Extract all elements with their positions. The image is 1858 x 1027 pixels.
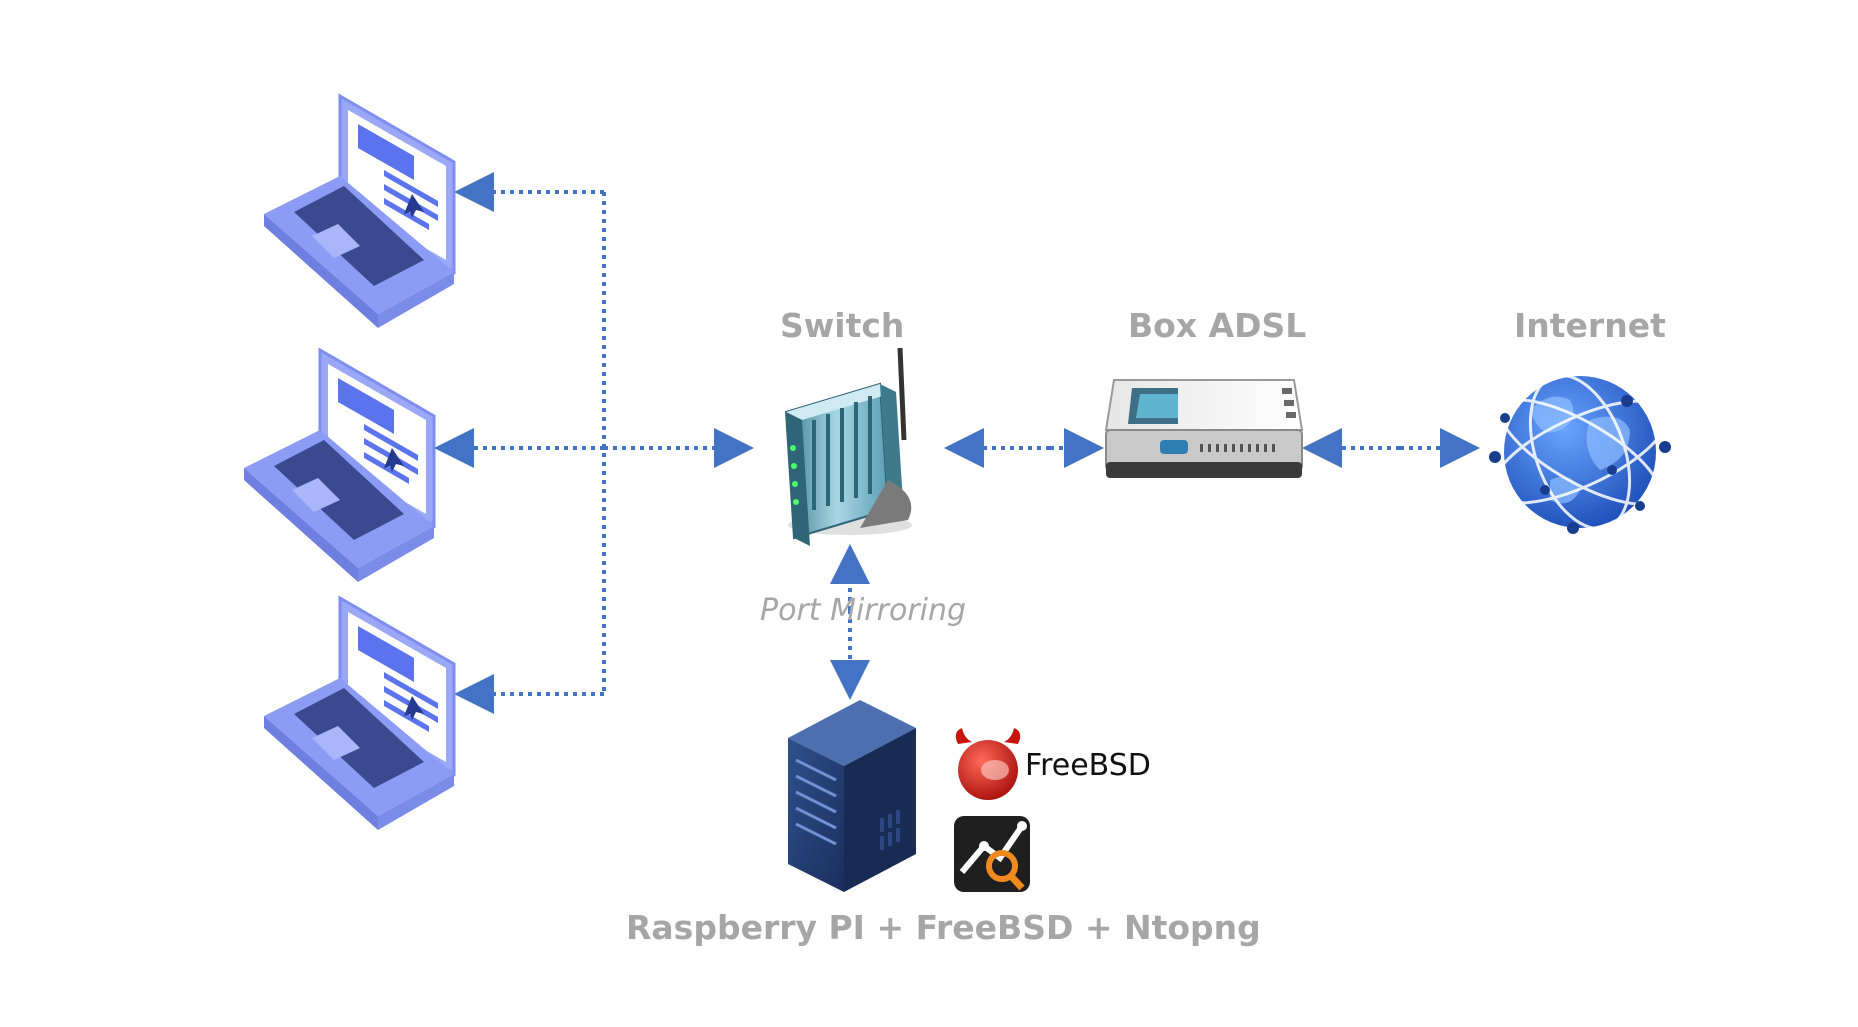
- laptop-3: [264, 595, 456, 830]
- connectors: [434, 172, 1480, 714]
- box-adsl-label: Box ADSL: [1128, 306, 1307, 345]
- laptop-1: [264, 93, 456, 328]
- laptop-icon: [244, 347, 436, 582]
- freebsd-logo-icon: [955, 728, 1021, 800]
- adsl-box-icon: [1104, 379, 1304, 478]
- globe-icon: [1489, 373, 1671, 534]
- laptop-2: [244, 347, 436, 582]
- port-mirroring-label: Port Mirroring: [760, 593, 967, 628]
- switch-label: Switch: [780, 306, 905, 345]
- ntopng-logo-icon: [954, 816, 1030, 892]
- laptop-icon: [264, 595, 456, 830]
- laptop-icon: [264, 93, 456, 328]
- internet-label: Internet: [1514, 306, 1666, 345]
- server-icon: [788, 700, 916, 892]
- wireless-switch-icon: [784, 347, 912, 546]
- server-stack-label: Raspberry PI + FreeBSD + Ntopng: [626, 908, 1261, 947]
- freebsd-logo-text: FreeBSD: [1025, 748, 1151, 783]
